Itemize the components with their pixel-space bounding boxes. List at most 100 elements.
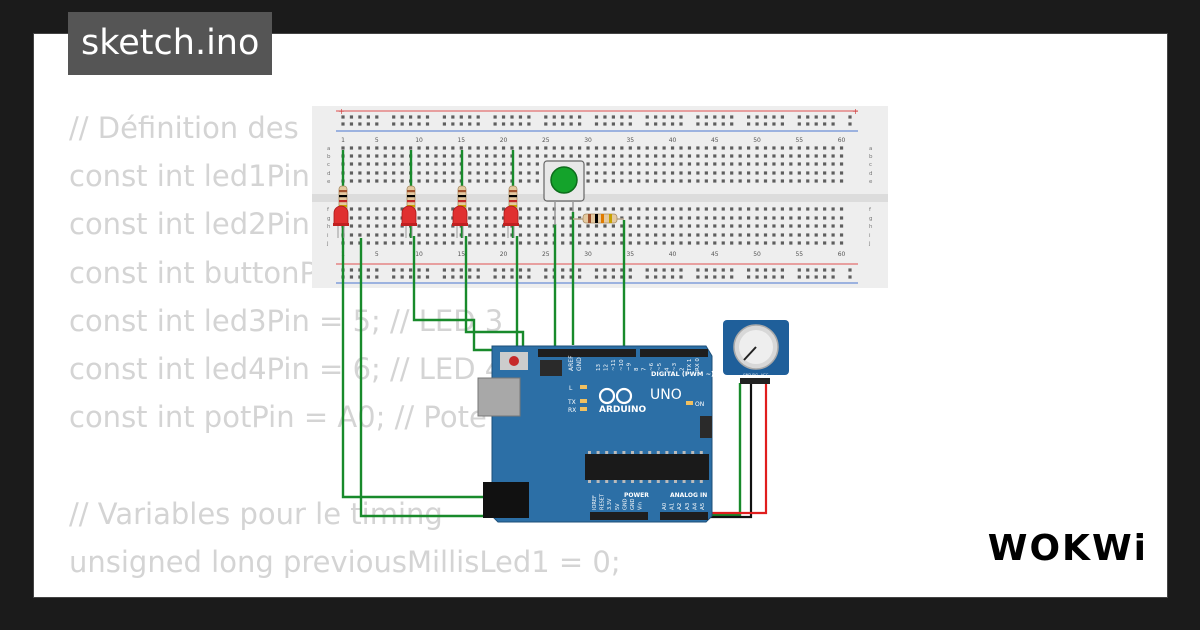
breadboard-hole bbox=[501, 233, 506, 237]
breadboard-hole bbox=[349, 216, 354, 220]
breadboard-hole bbox=[468, 207, 472, 211]
breadboard-hole bbox=[721, 122, 725, 126]
resistor-band bbox=[588, 214, 591, 223]
breadboard-hole bbox=[755, 233, 759, 237]
breadboard-hole bbox=[468, 122, 472, 126]
breadboard-hole bbox=[747, 224, 751, 228]
breadboard-hole bbox=[493, 216, 497, 220]
breadboard-hole bbox=[578, 275, 582, 279]
breadboard-hole bbox=[535, 233, 539, 237]
breadboard-hole bbox=[772, 171, 776, 175]
breadboard-hole bbox=[544, 268, 548, 272]
breadboard-hole bbox=[823, 268, 827, 272]
breadboard-hole bbox=[578, 122, 582, 126]
breadboard-hole bbox=[780, 171, 784, 175]
pot-pin-label: VCC bbox=[761, 373, 769, 377]
breadboard-hole bbox=[603, 162, 607, 166]
breadboard-hole bbox=[569, 207, 573, 211]
breadboard-hole bbox=[603, 146, 607, 150]
row-label: e bbox=[869, 179, 873, 185]
breadboard-hole bbox=[442, 154, 446, 158]
breadboard-hole bbox=[603, 154, 607, 158]
chip-pin bbox=[648, 480, 652, 483]
breadboard-hole bbox=[645, 268, 649, 272]
breadboard-hole bbox=[797, 171, 801, 175]
chip-pin bbox=[588, 480, 591, 483]
breadboard-hole bbox=[755, 162, 759, 166]
breadboard-hole bbox=[392, 224, 396, 228]
breadboard-hole bbox=[662, 275, 666, 279]
digital-pin-label: RX 0 bbox=[695, 358, 701, 371]
breadboard-hole bbox=[358, 146, 362, 150]
breadboard-hole bbox=[755, 275, 759, 279]
breadboard-hole bbox=[806, 162, 810, 166]
breadboard-hole bbox=[535, 216, 539, 220]
breadboard-hole bbox=[814, 171, 818, 175]
led-rx-indicator bbox=[580, 407, 587, 411]
label-l: L bbox=[569, 385, 573, 392]
breadboard-hole bbox=[485, 171, 489, 175]
breadboard-hole bbox=[704, 207, 708, 211]
breadboard-hole bbox=[493, 146, 497, 150]
breadboard-hole bbox=[400, 275, 404, 279]
breadboard-hole bbox=[434, 233, 438, 237]
potentiometer-pointer bbox=[743, 346, 757, 361]
breadboard-hole bbox=[831, 268, 835, 272]
resistor-band bbox=[458, 200, 466, 203]
breadboard-hole bbox=[476, 179, 480, 183]
breadboard-hole bbox=[839, 171, 844, 175]
breadboard-hole bbox=[780, 233, 784, 237]
breadboard-hole bbox=[654, 171, 658, 175]
breadboard-hole bbox=[603, 275, 607, 279]
breadboard-hole bbox=[848, 115, 852, 119]
breadboard-hole bbox=[459, 241, 463, 245]
breadboard-hole bbox=[358, 233, 362, 237]
breadboard-hole bbox=[518, 171, 523, 175]
digital-pin-label: ~10 bbox=[619, 359, 625, 371]
breadboard-hole bbox=[518, 207, 523, 211]
column-label: 40 bbox=[669, 137, 677, 144]
analog-pin-label: A0 bbox=[662, 502, 668, 510]
breadboard-hole bbox=[738, 207, 742, 211]
breadboard-hole bbox=[383, 216, 387, 220]
breadboard-hole bbox=[620, 162, 624, 166]
breadboard-hole bbox=[628, 207, 632, 211]
breadboard-hole bbox=[696, 216, 700, 220]
breadboard-hole bbox=[704, 224, 708, 228]
breadboard-hole bbox=[654, 154, 658, 158]
breadboard-hole bbox=[823, 275, 827, 279]
chip-pin bbox=[596, 451, 600, 454]
breadboard-hole bbox=[468, 171, 472, 175]
breadboard-hole bbox=[476, 122, 480, 126]
breadboard-hole bbox=[527, 233, 531, 237]
breadboard-hole bbox=[696, 233, 700, 237]
led-base bbox=[452, 223, 468, 226]
breadboard-hole bbox=[747, 122, 751, 126]
resistor-band bbox=[407, 195, 415, 198]
analog-pin-label: A2 bbox=[677, 503, 683, 510]
breadboard-hole bbox=[383, 233, 387, 237]
breadboard-hole bbox=[814, 275, 818, 279]
breadboard-hole bbox=[814, 146, 818, 150]
led-on-indicator bbox=[686, 401, 693, 405]
breadboard-hole bbox=[409, 275, 413, 279]
row-label: b bbox=[869, 154, 873, 160]
breadboard-hole bbox=[645, 179, 649, 183]
breadboard-hole bbox=[814, 162, 818, 166]
breadboard-hole bbox=[763, 171, 768, 175]
breadboard-hole bbox=[730, 207, 734, 211]
breadboard-hole bbox=[738, 233, 742, 237]
breadboard-hole bbox=[392, 268, 396, 272]
breadboard-hole bbox=[366, 275, 370, 279]
breadboard-hole bbox=[485, 241, 489, 245]
breadboard-hole bbox=[721, 216, 725, 220]
breadboard-hole bbox=[730, 115, 734, 119]
breadboard-hole bbox=[425, 115, 430, 119]
aref-label: AREF bbox=[568, 355, 575, 371]
breadboard-hole bbox=[400, 146, 404, 150]
breadboard-hole bbox=[594, 122, 599, 126]
breadboard-hole bbox=[476, 207, 480, 211]
breadboard-hole bbox=[501, 216, 506, 220]
breadboard-hole bbox=[561, 146, 565, 150]
chip-pin bbox=[613, 451, 617, 454]
